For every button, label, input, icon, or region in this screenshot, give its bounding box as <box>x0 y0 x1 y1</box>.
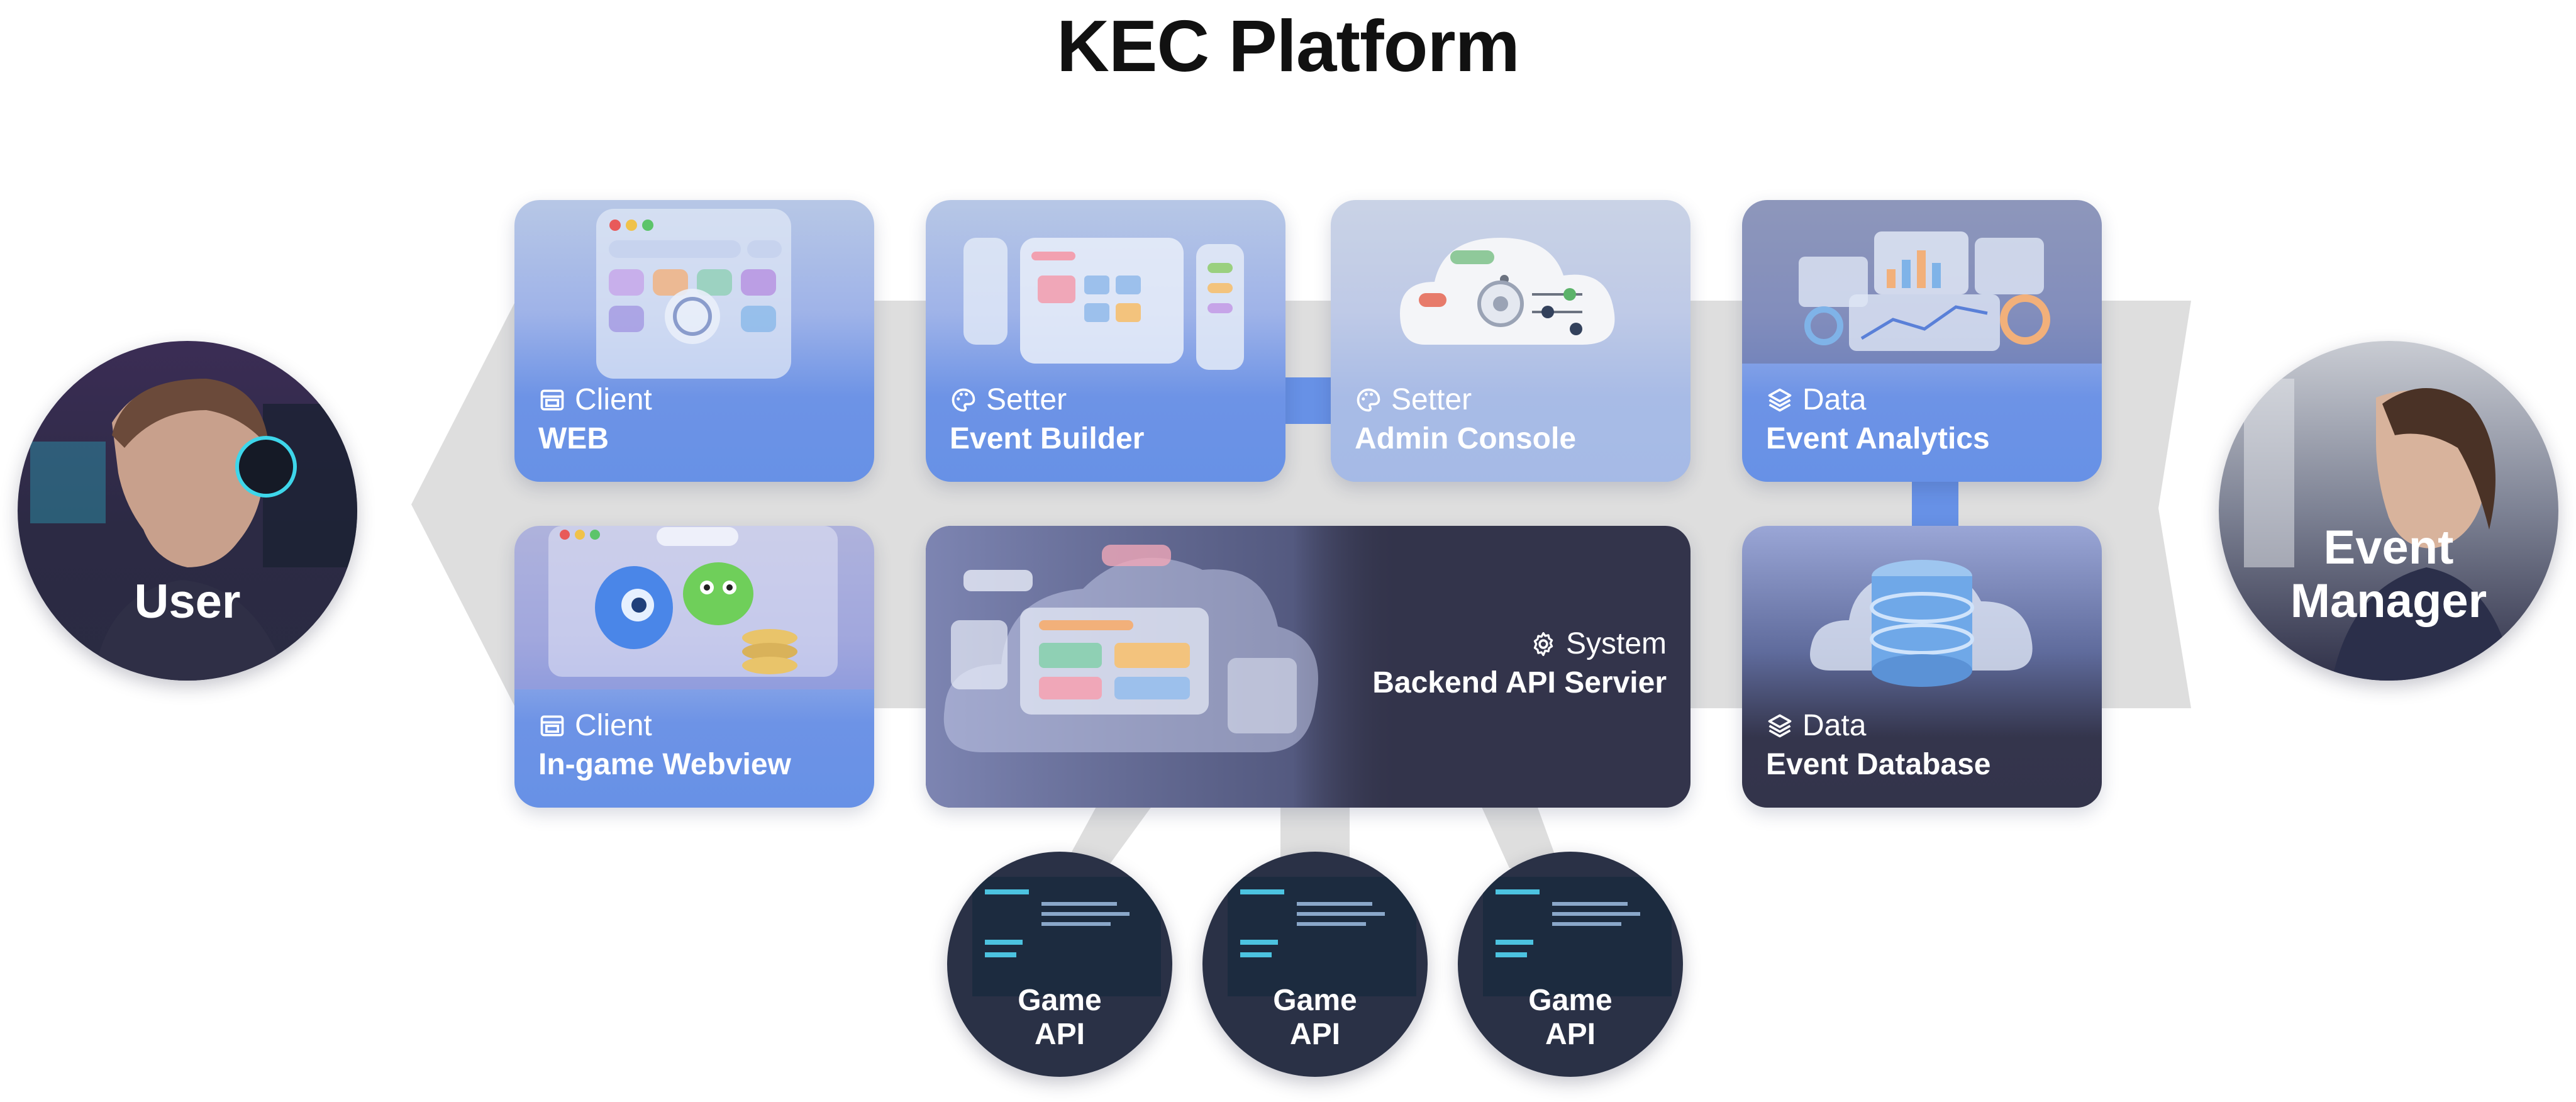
game-api-2[interactable]: Game API <box>1202 852 1428 1077</box>
card-admin-console-category: Setter <box>1355 382 1472 417</box>
layers-icon <box>1768 388 1792 411</box>
backend-illustration <box>926 526 1690 808</box>
event-builder-illustration <box>963 238 1244 370</box>
event-analytics-illustration <box>1742 200 2102 364</box>
card-webview[interactable]: Client In-game Webview <box>514 526 874 808</box>
game-api-label: Game API <box>1458 984 1683 1052</box>
card-event-analytics-category: Data <box>1766 382 1866 417</box>
card-admin-console[interactable]: Setter Admin Console <box>1331 200 1690 482</box>
game-api-label-line1: Game <box>1018 984 1102 1017</box>
admin-console-illustration <box>1331 200 1690 482</box>
event-database-illustration <box>1810 560 2033 687</box>
card-backend-category: System <box>1530 626 1667 661</box>
card-event-database[interactable]: Data Event Database <box>1742 526 2102 808</box>
palette-icon <box>952 388 975 411</box>
event-manager-label-line1: Event <box>2323 521 2454 574</box>
page-title: KEC Platform <box>1057 5 1520 87</box>
category-label: Client <box>575 709 652 742</box>
event-manager-label-line2: Manager <box>2290 574 2487 628</box>
card-event-database-category: Data <box>1766 708 1866 743</box>
card-backend-name: Backend API Servier <box>1372 666 1667 699</box>
category-label: Setter <box>1391 383 1472 416</box>
palette-icon <box>1357 388 1380 411</box>
event-manager-portrait <box>2219 341 2558 681</box>
category-label: Client <box>575 383 652 416</box>
game-api-label-line1: Game <box>1528 984 1613 1017</box>
window-icon <box>540 389 564 410</box>
webview-illustration <box>514 526 874 689</box>
game-api-screen-art <box>1458 852 1683 1077</box>
card-web-name: WEB <box>538 422 609 455</box>
game-api-3[interactable]: Game API <box>1458 852 1683 1077</box>
category-label: Setter <box>986 383 1067 416</box>
card-event-builder-category: Setter <box>950 382 1067 417</box>
web-illustration <box>596 209 791 379</box>
user-label: User <box>134 575 241 628</box>
game-api-label-line1: Game <box>1273 984 1357 1017</box>
card-event-analytics[interactable]: Data Event Analytics <box>1742 200 2102 482</box>
category-label: Data <box>1802 709 1867 742</box>
card-event-builder[interactable]: Setter Event Builder <box>926 200 1285 482</box>
card-webview-name: In-game Webview <box>538 748 791 781</box>
category-label: Data <box>1802 383 1867 416</box>
game-api-label-line2: API <box>1034 1017 1085 1051</box>
card-web[interactable]: Client WEB <box>514 200 874 482</box>
event-manager-avatar[interactable]: Event Manager <box>2219 341 2558 681</box>
card-admin-console-name: Admin Console <box>1355 422 1577 455</box>
gear-icon <box>1533 632 1553 656</box>
card-event-builder-name: Event Builder <box>950 422 1145 455</box>
card-webview-category: Client <box>538 708 652 743</box>
game-api-label-line2: API <box>1545 1017 1596 1051</box>
game-api-screen-art <box>947 852 1172 1077</box>
layers-icon <box>1768 714 1792 737</box>
game-api-screen-art <box>1202 852 1428 1077</box>
user-avatar[interactable]: User <box>18 341 357 681</box>
card-event-database-name: Event Database <box>1766 748 1991 781</box>
game-api-label: Game API <box>947 984 1172 1052</box>
card-event-analytics-name: Event Analytics <box>1766 422 1990 455</box>
game-api-label-line2: API <box>1289 1017 1340 1051</box>
user-portrait <box>18 341 357 681</box>
connector-builder-admin <box>1283 377 1333 424</box>
card-backend[interactable]: System Backend API Servier <box>926 526 1690 808</box>
connector-analytics-database <box>1912 478 1958 528</box>
window-icon <box>540 715 564 736</box>
category-label: System <box>1565 627 1667 660</box>
event-manager-label: Event Manager <box>2219 521 2558 628</box>
game-api-label: Game API <box>1202 984 1428 1052</box>
game-api-1[interactable]: Game API <box>947 852 1172 1077</box>
card-web-category: Client <box>538 382 652 417</box>
